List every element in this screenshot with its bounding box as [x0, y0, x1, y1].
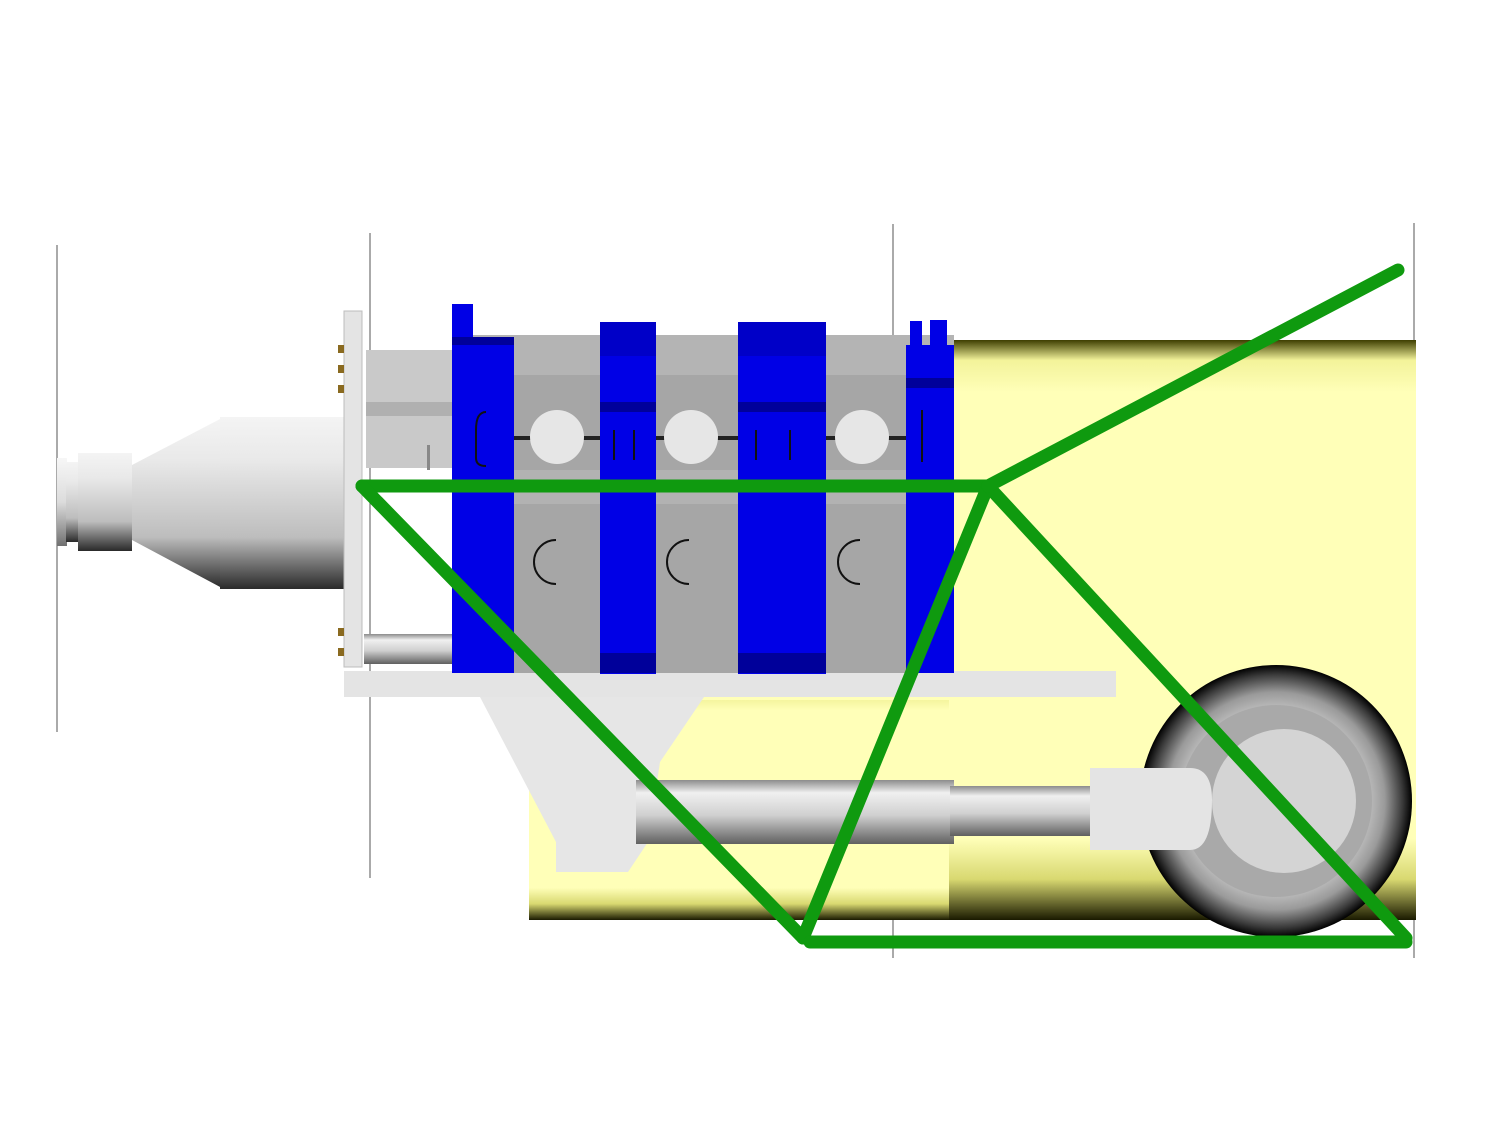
bellhousing-cone	[132, 418, 222, 588]
frame-roll-strut	[981, 263, 1405, 493]
shaft-collar	[78, 453, 132, 551]
blue-band-2	[600, 322, 656, 674]
block-recesses	[475, 410, 923, 585]
gearbox-housing	[364, 350, 458, 664]
shaft-end-cap	[57, 458, 67, 546]
mount-plate	[344, 671, 1116, 697]
frame-diagonal-mid	[796, 479, 995, 945]
flange-bolts	[338, 345, 344, 656]
trailing-arm	[636, 768, 1212, 850]
blue-band-3	[738, 322, 826, 674]
axle-carrier	[1090, 768, 1212, 850]
bellhousing-assembly	[57, 310, 363, 668]
tubular-frame	[355, 263, 1413, 949]
frame-diagonal-front	[355, 479, 810, 945]
bellhousing-drum	[220, 417, 348, 589]
frame-diagonal-rear	[981, 479, 1413, 945]
output-shaft	[66, 462, 78, 542]
cylinder-ports	[530, 410, 889, 464]
lower-rod	[364, 634, 454, 664]
